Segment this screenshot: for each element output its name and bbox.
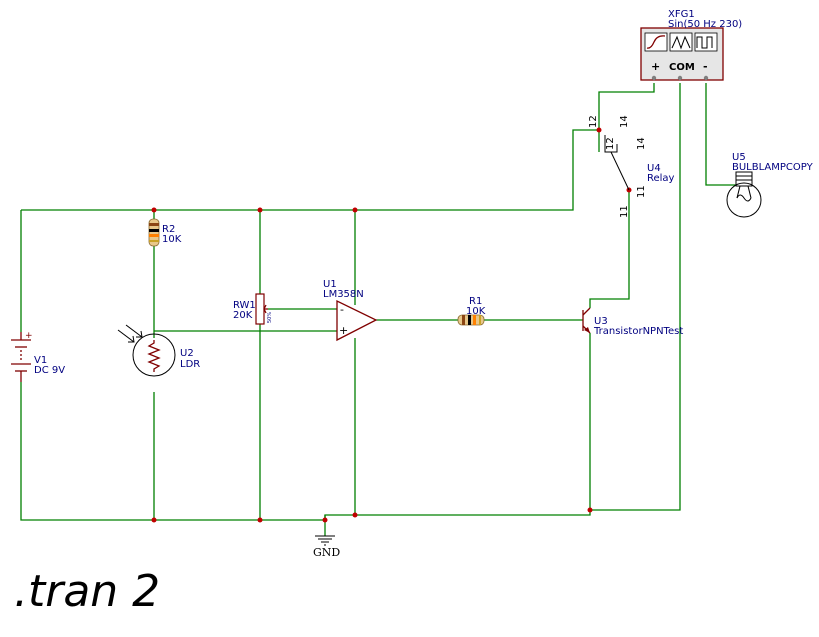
- resistor-r1[interactable]: [457, 314, 485, 326]
- u1-ref: U1: [323, 279, 337, 290]
- u2-ref: U2: [180, 348, 194, 359]
- opamp-inverting-sign: -: [340, 303, 344, 316]
- function-generator-xfg1[interactable]: + COM -: [640, 27, 724, 81]
- xfg1-minus-terminal: -: [703, 60, 708, 73]
- resistor-r2[interactable]: [148, 218, 160, 247]
- relay-pin-14-inner: 14: [636, 137, 647, 150]
- r1-value: 10K: [466, 306, 486, 317]
- xfg1-ref: XFG1: [668, 9, 695, 20]
- u2-value: LDR: [180, 359, 200, 370]
- relay-pin-11-right: 11: [636, 185, 647, 198]
- transistor-u3[interactable]: [582, 307, 591, 334]
- xfg1-plus-terminal: +: [651, 60, 660, 73]
- r2-value: 10K: [162, 234, 182, 245]
- wire-left-rail-lower: [20, 382, 591, 521]
- v1-ref: V1: [34, 355, 47, 366]
- wire-minus-bulb: [705, 83, 736, 186]
- relay-u4[interactable]: 12 14 12 14 11 11: [588, 115, 647, 218]
- v1-plus-sign: +: [25, 331, 33, 341]
- xfg1-com-terminal: COM: [669, 62, 695, 73]
- relay-pin-11-left: 11: [619, 205, 630, 218]
- u5-ref: U5: [732, 152, 746, 163]
- u4-value: Relay: [647, 173, 675, 184]
- relay-pin-12-inner: 12: [605, 137, 616, 150]
- bulb-u5[interactable]: [726, 171, 762, 218]
- opamp-u1[interactable]: - +: [336, 299, 378, 342]
- ldr-u2[interactable]: [117, 324, 176, 377]
- rw1-wiper-percent: 50%: [267, 312, 273, 323]
- wire-collector-relay: [589, 190, 630, 308]
- u1-value: LM358N: [323, 289, 364, 300]
- ground-symbol[interactable]: [315, 535, 335, 546]
- relay-pin-14-outer: 14: [619, 115, 630, 128]
- relay-pin-12-outer: 12: [588, 115, 599, 128]
- r1-ref: R1: [469, 296, 482, 307]
- u3-value: TransistorNPNTest: [593, 326, 683, 337]
- potentiometer-rw1[interactable]: 50%: [255, 293, 273, 325]
- v1-value: DC 9V: [34, 365, 65, 376]
- rw1-ref: RW1: [233, 300, 256, 311]
- u5-value: BULBLAMPCOPY: [732, 162, 814, 173]
- rw1-value: 20K: [233, 310, 253, 321]
- wires: [20, 83, 736, 536]
- r2-ref: R2: [162, 224, 175, 235]
- battery-v1[interactable]: +: [11, 331, 33, 382]
- u4-ref: U4: [647, 163, 661, 174]
- xfg1-value: Sin(50 Hz 230): [668, 19, 742, 30]
- junctions: [151, 127, 632, 523]
- simulation-command: .tran 2: [14, 566, 161, 617]
- wire-top-rail: [21, 83, 655, 211]
- opamp-noninverting-sign: +: [339, 324, 348, 337]
- wire-com: [590, 83, 681, 511]
- ground-label: GND: [313, 546, 340, 559]
- u3-ref: U3: [594, 316, 608, 327]
